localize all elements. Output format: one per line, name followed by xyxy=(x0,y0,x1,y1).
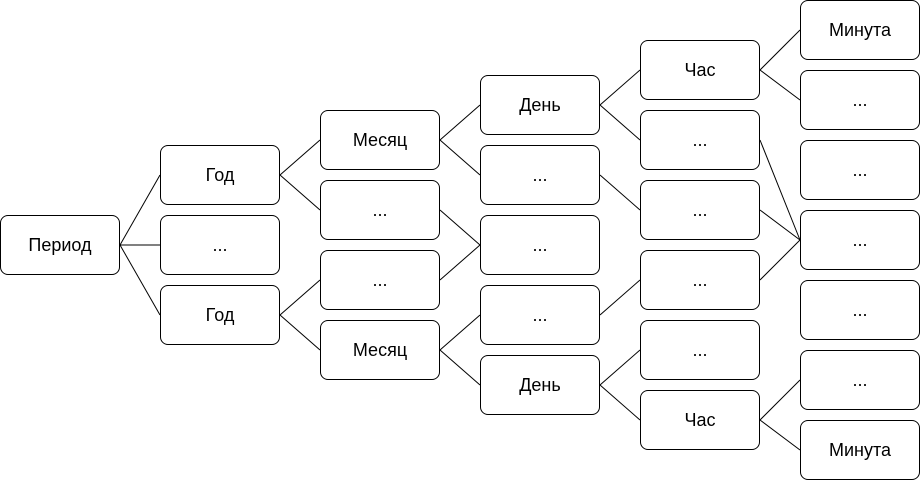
connector-month_dots1-day_dots2 xyxy=(439,209,481,246)
node-year-1: Год xyxy=(160,145,280,205)
node-day-ellipsis-2: ... xyxy=(480,215,600,275)
connector-hour2-minute2 xyxy=(759,419,801,451)
node-minute-ellipsis-3: ... xyxy=(800,210,920,270)
connector-period-year1 xyxy=(119,174,161,246)
node-day-ellipsis-1: ... xyxy=(480,145,600,205)
connector-day_dots1-hour_dots2 xyxy=(599,174,641,211)
node-period: Период xyxy=(0,215,120,275)
node-month-ellipsis-2: ... xyxy=(320,250,440,310)
connector-year2-month2 xyxy=(279,314,321,351)
node-hour-ellipsis-3: ... xyxy=(640,250,760,310)
node-minute-ellipsis-1: ... xyxy=(800,70,920,130)
connector-day2-hour2 xyxy=(599,384,641,421)
node-hour-ellipsis-4: ... xyxy=(640,320,760,380)
connector-month2-day_dots3 xyxy=(439,314,481,351)
connector-year1-month1 xyxy=(279,139,321,176)
node-day-ellipsis-3: ... xyxy=(480,285,600,345)
node-hour-ellipsis-1: ... xyxy=(640,110,760,170)
node-month-ellipsis-1: ... xyxy=(320,180,440,240)
connector-year2-month_dots2 xyxy=(279,279,321,316)
node-year-ellipsis: ... xyxy=(160,215,280,275)
connector-hour_dots3-minute_dots3 xyxy=(759,239,801,281)
node-minute-ellipsis-5: ... xyxy=(800,350,920,410)
node-minute-ellipsis-4: ... xyxy=(800,280,920,340)
connector-month1-day1 xyxy=(439,104,481,141)
node-day-2: День xyxy=(480,355,600,415)
node-minute-2: Минута xyxy=(800,420,920,480)
connector-hour1-minute_dots1 xyxy=(759,69,801,101)
node-month-2: Месяц xyxy=(320,320,440,380)
connector-month1-day_dots1 xyxy=(439,139,481,176)
connector-hour_dots2-minute_dots3 xyxy=(759,209,801,241)
connector-hour1-minute1 xyxy=(759,29,801,71)
node-day-1: День xyxy=(480,75,600,135)
connector-hour_dots1-minute_dots3 xyxy=(759,139,801,241)
connector-hour2-minute_dots5 xyxy=(759,379,801,421)
node-month-1: Месяц xyxy=(320,110,440,170)
connector-month2-day2 xyxy=(439,349,481,386)
connector-day_dots3-hour_dots3 xyxy=(599,279,641,316)
connector-day1-hour1 xyxy=(599,69,641,106)
connector-day1-hour_dots1 xyxy=(599,104,641,141)
connector-month_dots2-day_dots2 xyxy=(439,244,481,281)
node-hour-ellipsis-2: ... xyxy=(640,180,760,240)
node-hour-2: Час xyxy=(640,390,760,450)
connector-year1-month_dots1 xyxy=(279,174,321,211)
node-hour-1: Час xyxy=(640,40,760,100)
node-minute-1: Минута xyxy=(800,0,920,60)
node-year-2: Год xyxy=(160,285,280,345)
node-minute-ellipsis-2: ... xyxy=(800,140,920,200)
connector-day2-hour_dots4 xyxy=(599,349,641,386)
connector-period-year2 xyxy=(119,244,161,316)
